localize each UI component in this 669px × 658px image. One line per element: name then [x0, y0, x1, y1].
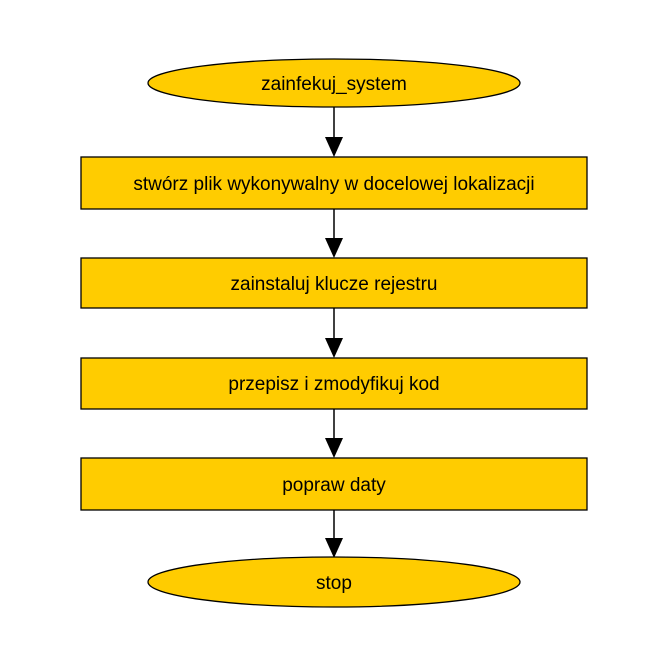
process-step-label: zainstaluj klucze rejestru: [231, 274, 438, 295]
process-step-1: stwórz plik wykonywalny w docelowej loka…: [80, 156, 588, 210]
end-ellipse: [147, 556, 521, 608]
end-node: stop: [147, 556, 521, 608]
start-node: zainfekuj_system: [147, 58, 521, 108]
start-ellipse: [147, 58, 521, 108]
arrowhead-icon: [325, 137, 343, 157]
arrowhead-icon: [325, 438, 343, 458]
process-box: [80, 457, 588, 511]
connectors: [325, 107, 343, 558]
process-step-label: stwórz plik wykonywalny w docelowej loka…: [133, 174, 534, 195]
arrowhead-icon: [325, 538, 343, 558]
start-label: zainfekuj_system: [261, 74, 407, 95]
arrowhead-icon: [325, 338, 343, 358]
process-box: [80, 357, 588, 410]
process-box: [80, 156, 588, 210]
process-box: [80, 257, 588, 309]
arrowhead-icon: [325, 238, 343, 258]
end-label: stop: [316, 573, 352, 594]
process-step-label: przepisz i zmodyfikuj kod: [228, 374, 439, 395]
process-step-4: popraw daty: [80, 457, 588, 511]
process-step-3: przepisz i zmodyfikuj kod: [80, 357, 588, 410]
process-step-label: popraw daty: [282, 475, 386, 496]
process-step-2: zainstaluj klucze rejestru: [80, 257, 588, 309]
